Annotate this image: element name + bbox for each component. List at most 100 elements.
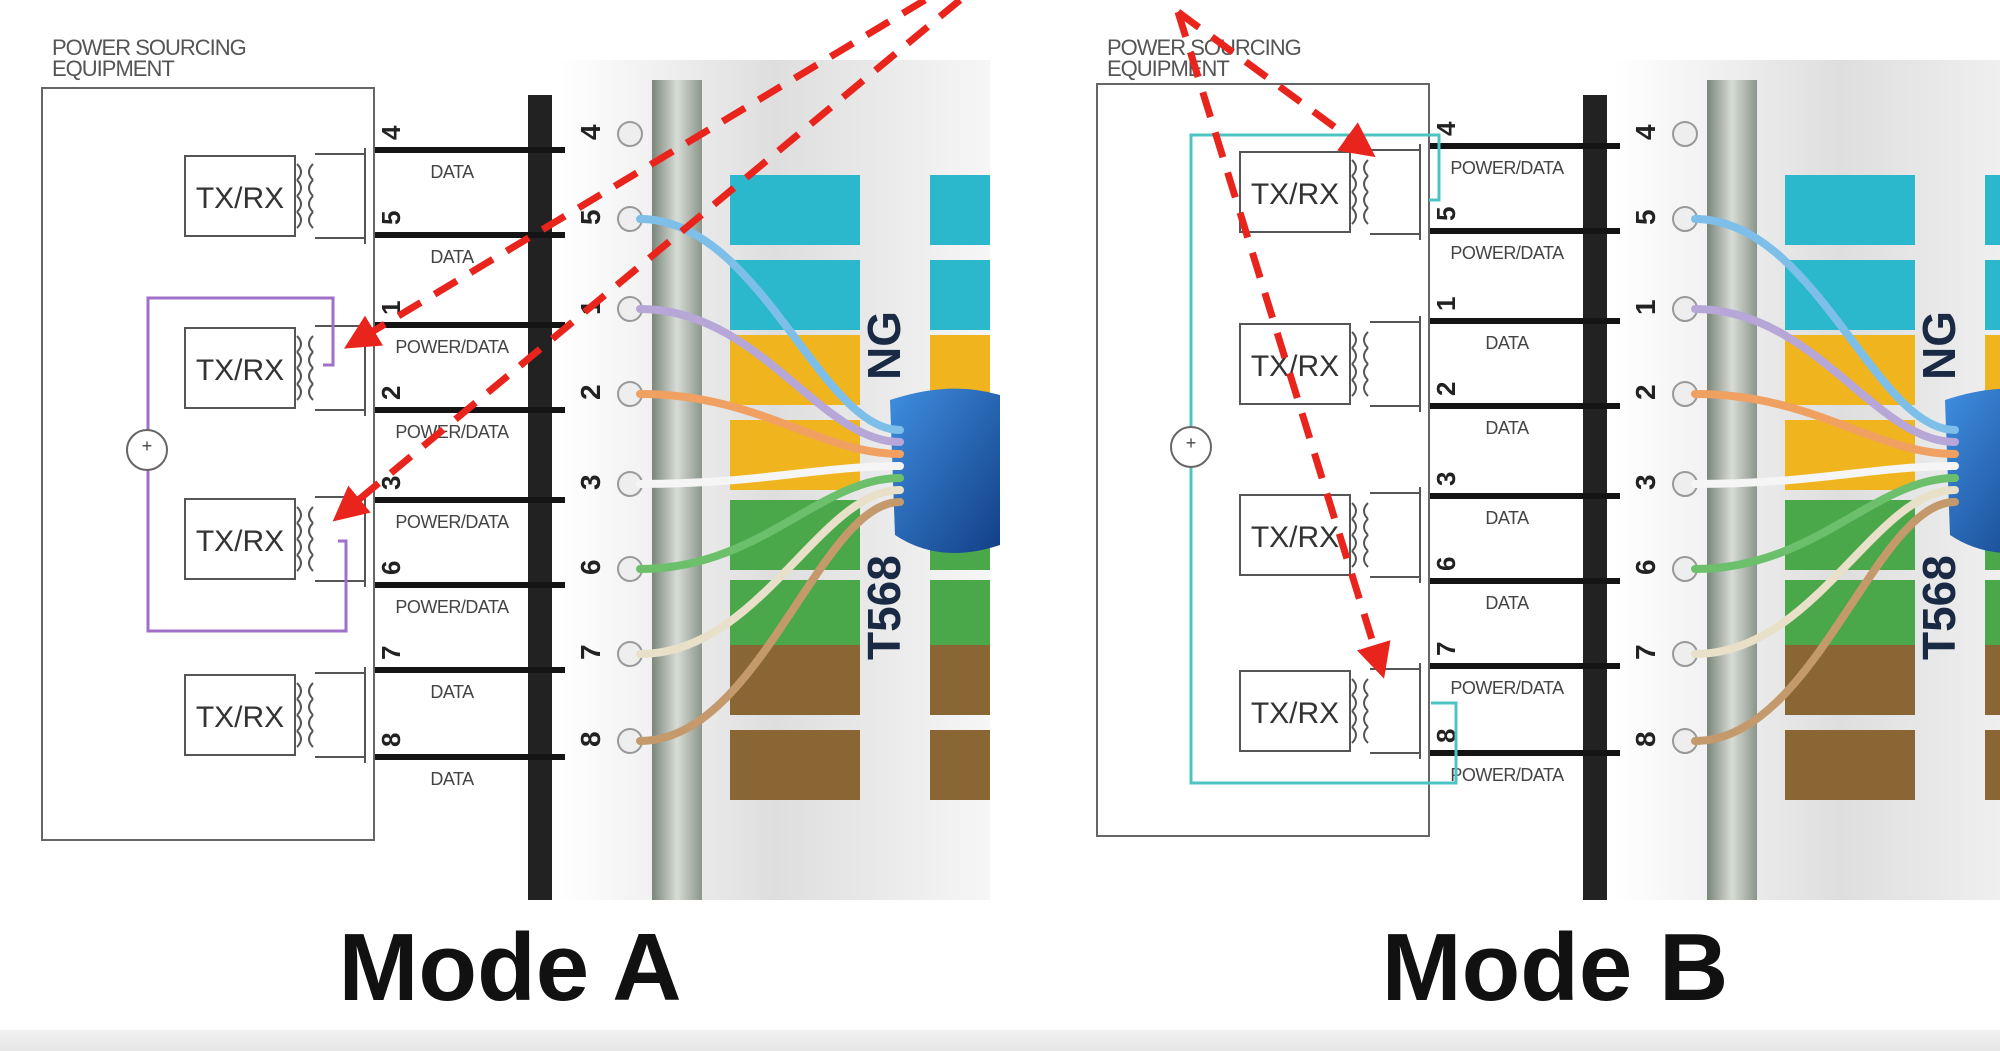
- transformer-coil: [1351, 379, 1357, 397]
- jack-pin-number: 5: [575, 209, 606, 225]
- jack-pin-number: 4: [1630, 124, 1661, 140]
- jack-stripe: [1985, 335, 2000, 405]
- equipment-label-line2: EQUIPMENT: [52, 56, 174, 81]
- power-source-symbol: [1170, 426, 1212, 468]
- jack-pin-number: 7: [575, 644, 606, 660]
- jack-stripe: [1785, 175, 1915, 245]
- arrow-mode-a-pair-1-2: [343, 0, 927, 349]
- transformer-coil: [296, 351, 302, 369]
- cable-wire: [1691, 486, 1959, 658]
- transformer-coil: [1363, 331, 1369, 349]
- cable-wire: [636, 462, 904, 488]
- transformer-coil: [1363, 191, 1369, 209]
- cable-wire: [1691, 498, 1959, 745]
- cable-wire: [636, 305, 904, 446]
- wire-function-label: POWER/DATA: [395, 512, 509, 532]
- transformer-coil: [1363, 207, 1369, 225]
- transformer-coil: [308, 163, 314, 181]
- arrow-mode-a-pair-3-6: [332, 0, 963, 522]
- jack-pin-number: 2: [1630, 384, 1661, 400]
- mode-a-panel: POWER SOURCINGEQUIPMENT45123678T568NGTX/…: [41, 35, 1000, 1021]
- transformer-coil: [296, 506, 302, 524]
- equipment-box: [41, 87, 375, 841]
- transformer-output: [315, 667, 366, 763]
- transformer-coil: [308, 714, 314, 732]
- jack-stripe: [1785, 730, 1915, 800]
- transformer-coil: [1351, 159, 1357, 177]
- wire-function-label: POWER/DATA: [1450, 765, 1564, 785]
- wire-pin-number: 8: [1431, 729, 1461, 743]
- jack-stripe: [730, 730, 860, 800]
- transformer-coil: [308, 730, 314, 748]
- wire-pin-number: 1: [1431, 297, 1461, 311]
- transformer-coil: [1363, 347, 1369, 365]
- jack-stripe: [1985, 730, 2000, 800]
- jack-stripe: [930, 175, 990, 245]
- wire-pin-number: 6: [376, 561, 406, 575]
- wire-pin-number: 4: [1431, 121, 1461, 136]
- transformer-coil: [1363, 175, 1369, 193]
- equipment-label-line1: POWER SOURCING: [52, 35, 246, 60]
- transformer-coil: [296, 522, 302, 540]
- jack-pin-number: 8: [1630, 731, 1661, 747]
- transformer-coil: [1363, 710, 1369, 728]
- txrx-box: [184, 498, 296, 580]
- arrow-mode-b-pair-4-5: [1175, 9, 1376, 158]
- transformer-coil: [308, 554, 314, 572]
- wire-function-label: POWER/DATA: [1450, 243, 1564, 263]
- wire-pin-number: 7: [1431, 642, 1461, 656]
- wire-function-label: DATA: [1485, 333, 1529, 353]
- jack-pin-number: 2: [575, 384, 606, 400]
- transformer-coil: [1363, 502, 1369, 520]
- transformer-coil: [308, 538, 314, 556]
- wire-pin-number: 2: [376, 386, 406, 400]
- power-source-plus: +: [142, 436, 153, 456]
- jack-stripe: [730, 175, 860, 245]
- wire-function-label: DATA: [430, 162, 474, 182]
- transformer-output: [315, 320, 366, 416]
- txrx-label: TX/RX: [1251, 178, 1339, 211]
- jack-pin-number: 6: [1630, 559, 1661, 575]
- transformer-output: [1370, 487, 1421, 583]
- jack-pin-number: 7: [1630, 644, 1661, 660]
- cable-wire: [1691, 305, 1959, 446]
- transformer-output: [1370, 144, 1421, 240]
- transformer-coil: [1351, 710, 1357, 728]
- transformer-coil: [1363, 678, 1369, 696]
- transformer-output: [1370, 663, 1421, 759]
- transformer-coil: [1363, 550, 1369, 568]
- wire-function-label: POWER/DATA: [1450, 158, 1564, 178]
- transformer-coil: [1363, 379, 1369, 397]
- txrx-box: [1239, 151, 1351, 233]
- transformer-coil: [308, 335, 314, 353]
- txrx-label: TX/RX: [196, 525, 284, 558]
- wire-function-label: POWER/DATA: [395, 337, 509, 357]
- transformer-coil: [1351, 331, 1357, 349]
- arrow-mode-b-pair-7-8: [1174, 10, 1391, 679]
- cable-wire: [636, 498, 904, 745]
- wire-pin-number: 3: [376, 476, 406, 490]
- transformer-coil: [296, 195, 302, 213]
- cable-jacket: [1945, 388, 2000, 553]
- jack-stripe: [1985, 175, 2000, 245]
- jack-stripe: [930, 645, 990, 715]
- jack-stripe: [1785, 580, 1915, 650]
- jack-stripe: [1985, 260, 2000, 330]
- jack-contact: [1672, 121, 1698, 147]
- txrx-label: TX/RX: [1251, 350, 1339, 383]
- mode-caption: Mode A: [338, 914, 681, 1021]
- transformer-output: [315, 491, 366, 587]
- power-source-plus: +: [1186, 433, 1197, 453]
- txrx-label: TX/RX: [1251, 697, 1339, 730]
- transformer-coil: [1351, 191, 1357, 209]
- wire-function-label: POWER/DATA: [395, 597, 509, 617]
- transformer-coil: [1351, 534, 1357, 552]
- mode-caption: Mode B: [1382, 914, 1729, 1021]
- transformer-coil: [1351, 678, 1357, 696]
- transformer-coil: [296, 714, 302, 732]
- wire-pin-number: 6: [1431, 557, 1461, 571]
- jack-stripe: [930, 260, 990, 330]
- transformer-coil: [1351, 175, 1357, 193]
- cable-wire: [636, 486, 904, 658]
- transformer-coil: [1351, 518, 1357, 536]
